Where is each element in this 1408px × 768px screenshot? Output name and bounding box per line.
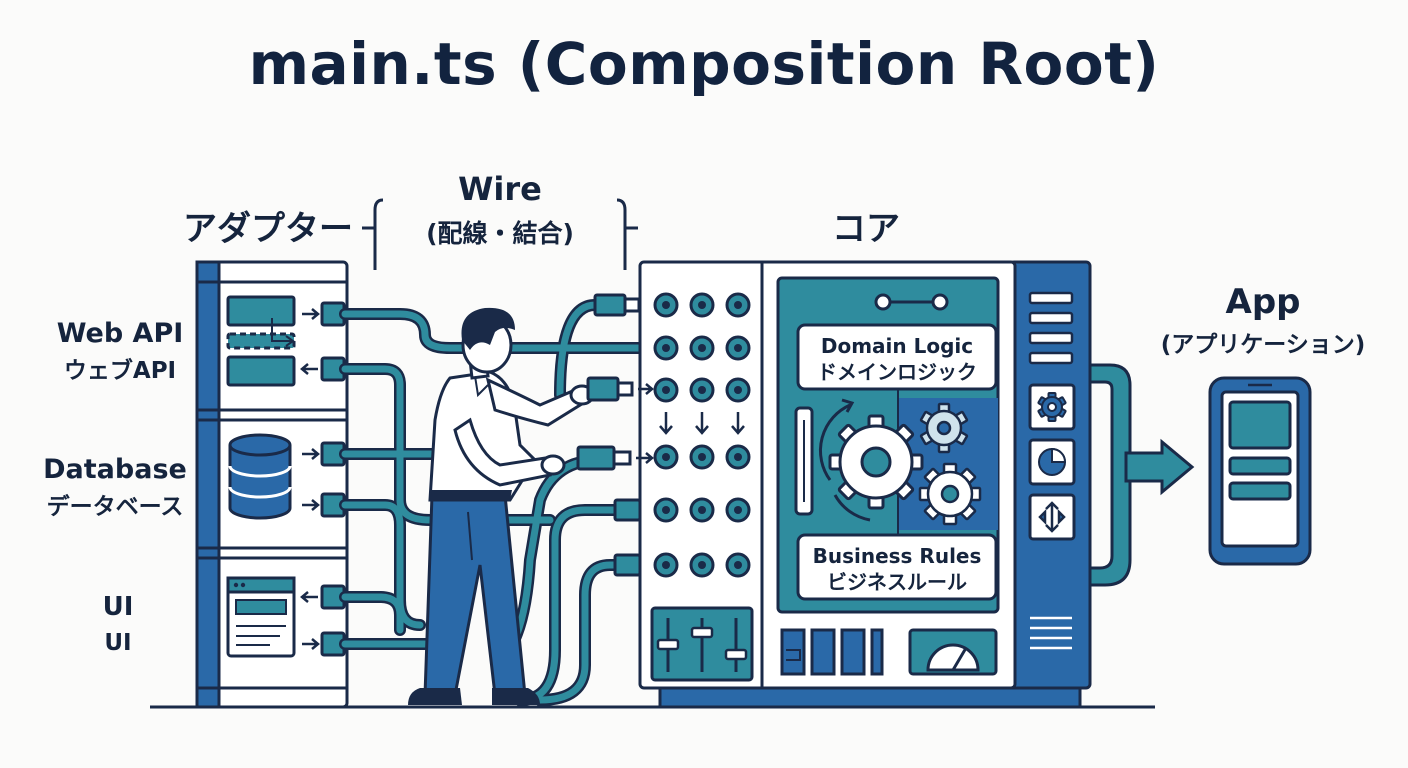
core-port-grid [653, 292, 751, 578]
business-rules-label: Business Rules [813, 544, 982, 568]
app-label: App [1226, 282, 1301, 322]
wire-sublabel: (配線・結合) [426, 219, 574, 248]
gear-medium-icon [918, 462, 982, 526]
wire-brackets [362, 198, 638, 270]
core-machine: Domain Logic ドメインロジック [638, 260, 1092, 709]
adapter-port-arrows [300, 308, 320, 650]
ui-window-icon [226, 576, 296, 658]
database-label: Database [43, 454, 187, 485]
sort-arrows-icon [1038, 501, 1066, 533]
settings-icon [1037, 392, 1067, 422]
app-label-ja: (アプリケーション) [1161, 332, 1366, 358]
web-api-module [226, 295, 296, 387]
adapter-ports [320, 301, 346, 657]
core-side-panel [1028, 291, 1076, 650]
web-api-label-ja: ウェブAPI [64, 357, 176, 384]
control-sliders [650, 606, 754, 682]
core-bottom-controls [780, 628, 998, 676]
adapter-rack [195, 260, 349, 709]
wire-cables [339, 293, 671, 706]
database-label-ja: データベース [47, 493, 184, 520]
adapters-heading: アダプター [183, 209, 353, 249]
pie-chart-icon [1038, 447, 1067, 476]
output-arrow [1088, 363, 1195, 587]
engineer-figure [408, 307, 654, 705]
domain-logic-label-ja: ドメインロジック [817, 360, 977, 384]
gear-small-icon [919, 402, 969, 454]
smartphone-icon [1208, 376, 1312, 566]
core-heading: コア [832, 209, 900, 249]
ui-label: UI [103, 592, 134, 622]
wire-label: Wire [458, 170, 542, 208]
ui-label-ja: UI [104, 630, 131, 656]
page-title: main.ts (Composition Root) [248, 30, 1160, 98]
core-chamber: Domain Logic ドメインロジック [776, 276, 1000, 614]
database-icon [228, 433, 292, 520]
domain-logic-label: Domain Logic [821, 334, 973, 358]
gear-large-icon [828, 414, 924, 510]
business-rules-label-ja: ビジネスルール [827, 570, 967, 594]
web-api-label: Web API [57, 318, 184, 349]
